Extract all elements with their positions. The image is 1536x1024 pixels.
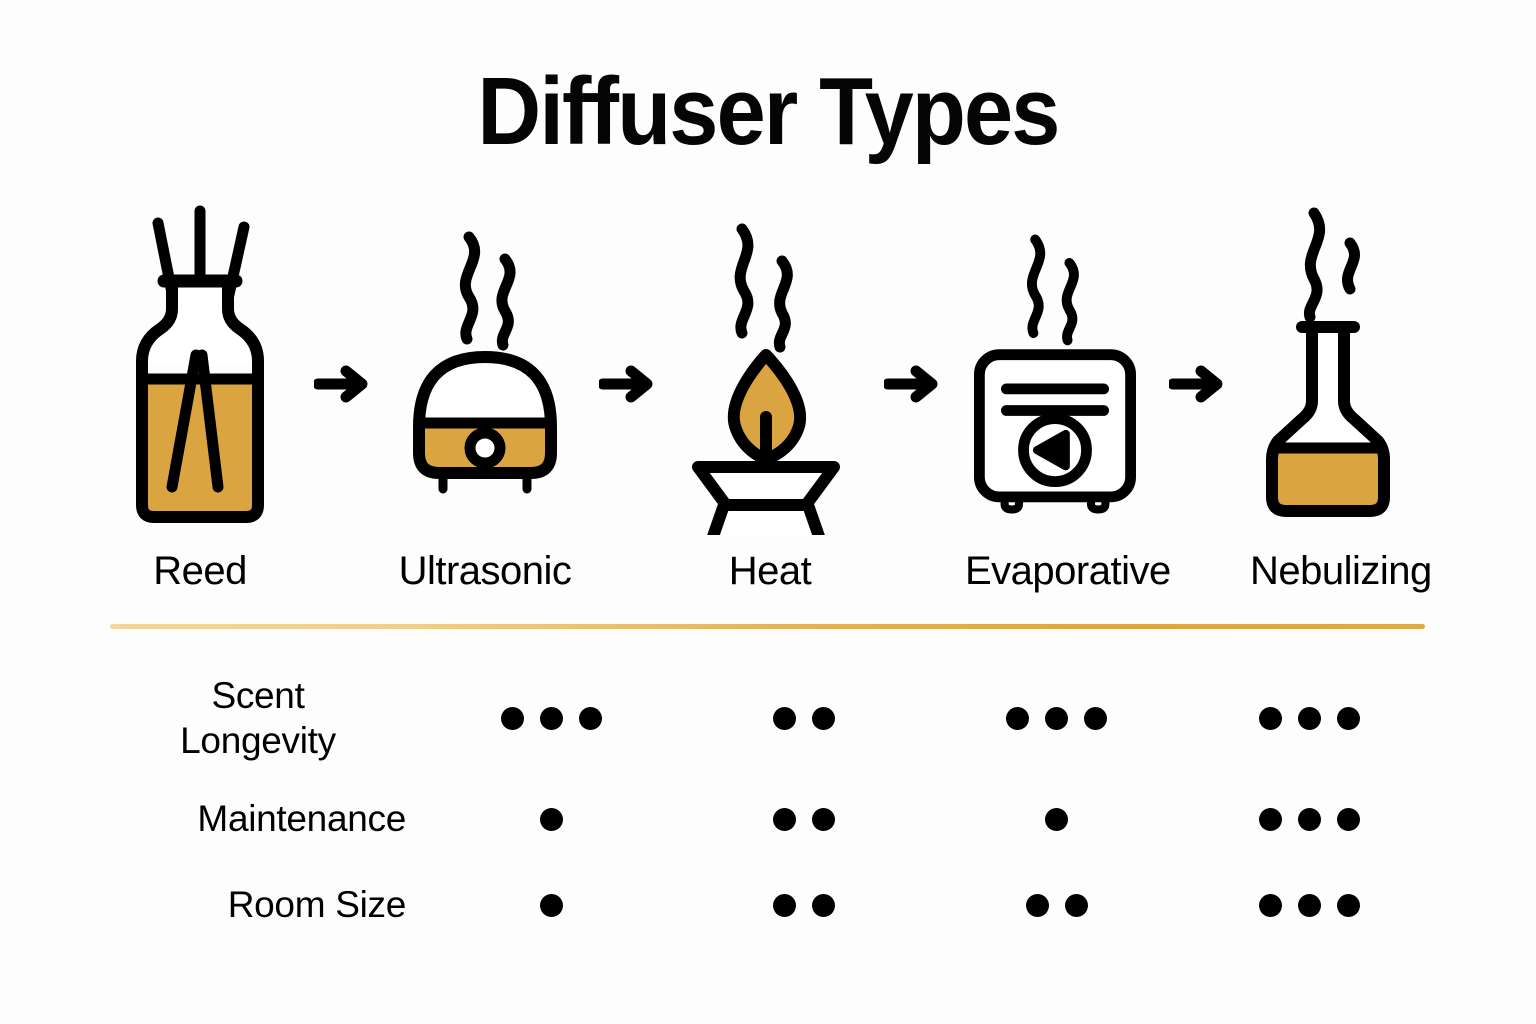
- column-label-evaporative: Evaporative: [965, 548, 1171, 593]
- arrow-right-icon: [883, 365, 937, 403]
- page-title: Diffuser Types: [477, 58, 1060, 165]
- rating-dots-room-nebulizing: [1188, 893, 1430, 917]
- rating-dots-scent-heat: [683, 706, 925, 730]
- rating-dot: [812, 706, 835, 730]
- rating-dots-maintenance-evaporative: [936, 807, 1178, 831]
- rating-dots-room-evaporative: [936, 893, 1178, 917]
- rating-dot: [1045, 807, 1068, 831]
- rating-dot: [1297, 706, 1321, 730]
- arrow-evaporative-to-nebulizing: [1167, 219, 1229, 549]
- rating-dot: [1336, 893, 1360, 917]
- column-label-nebulizing: Nebulizing: [1250, 548, 1432, 593]
- section-divider: [110, 624, 1425, 629]
- row-label-room-size: Room Size: [227, 884, 407, 926]
- ratings-table: Scent Longevity Maintenance Room Size: [110, 660, 1430, 948]
- rating-dot: [540, 706, 563, 730]
- column-label-row: Reed Ultrasonic Heat Evaporative Nebuliz…: [110, 543, 1432, 599]
- rating-dot: [1297, 893, 1321, 917]
- column-icon-nebulizing: [1250, 205, 1430, 535]
- column-label-ultrasonic: Ultrasonic: [398, 548, 572, 593]
- row-label-line2: Longevity: [180, 720, 336, 761]
- column-label-reed: Reed: [153, 548, 247, 593]
- rating-dots-maintenance-heat: [683, 807, 925, 831]
- rating-dots-scent-ultrasonic: [431, 706, 673, 730]
- nebulizing-diffuser-icon: [1266, 207, 1390, 517]
- rating-dot: [1258, 807, 1282, 831]
- column-icon-heat: [680, 205, 860, 535]
- diffuser-icon-row: [110, 205, 1430, 535]
- row-label-line1: Scent: [211, 674, 305, 716]
- arrow-heat-to-evaporative: [882, 219, 944, 549]
- arrow-ultrasonic-to-heat: [597, 219, 659, 549]
- rating-dots-maintenance-nebulizing: [1188, 807, 1430, 831]
- rating-dots-room-heat: [683, 893, 925, 917]
- column-icon-reed: [110, 205, 290, 535]
- heat-diffuser-icon: [692, 223, 840, 535]
- reed-diffuser-icon: [136, 205, 264, 523]
- column-icon-ultrasonic: [395, 205, 575, 535]
- arrow-right-icon: [313, 365, 367, 403]
- arrow-right-icon: [1168, 365, 1222, 403]
- column-label-heat: Heat: [728, 548, 812, 593]
- rating-dot: [579, 706, 602, 730]
- rating-dot: [501, 706, 524, 730]
- rating-dot: [1258, 706, 1282, 730]
- row-label-maintenance: Maintenance: [197, 798, 406, 840]
- ultrasonic-diffuser-icon: [413, 231, 557, 494]
- rating-dots-scent-nebulizing: [1188, 706, 1430, 730]
- table-row: Scent Longevity: [110, 660, 1430, 776]
- rating-dot: [1006, 706, 1029, 730]
- rating-dot: [1336, 706, 1360, 730]
- rating-dot: [1025, 893, 1049, 917]
- table-row: Maintenance: [110, 776, 1430, 862]
- row-label-scent-longevity: Scent Longevity: [110, 673, 420, 763]
- arrow-right-icon: [598, 365, 652, 403]
- rating-dot: [1297, 807, 1321, 831]
- rating-dot: [540, 893, 563, 917]
- rating-dot: [1045, 706, 1068, 730]
- column-icon-evaporative: [965, 205, 1145, 535]
- rating-dot: [812, 807, 835, 831]
- rating-dot: [773, 807, 796, 831]
- rating-dot: [773, 706, 796, 730]
- rating-dot: [773, 893, 796, 917]
- rating-dots-maintenance-ultrasonic: [431, 807, 673, 831]
- evaporative-diffuser-icon: [974, 234, 1136, 514]
- rating-dots-room-ultrasonic: [431, 893, 673, 917]
- rating-dot: [1084, 706, 1107, 730]
- rating-dot: [540, 807, 563, 831]
- rating-dot: [1064, 893, 1088, 917]
- rating-dot: [812, 893, 835, 917]
- rating-dots-scent-evaporative: [936, 706, 1178, 730]
- table-row: Room Size: [110, 862, 1430, 948]
- rating-dot: [1258, 893, 1282, 917]
- rating-dot: [1336, 807, 1360, 831]
- arrow-reed-to-ultrasonic: [312, 219, 374, 549]
